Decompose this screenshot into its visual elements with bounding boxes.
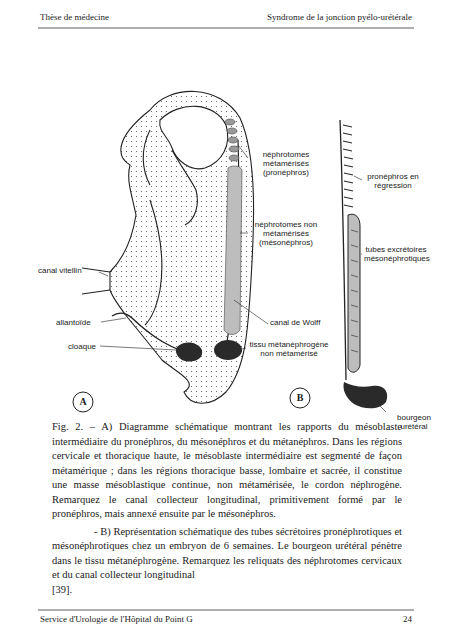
leader-lines [99, 145, 386, 412]
part-label: néphrotomes métamérisés (pronéphros) [250, 150, 322, 177]
part-label: néphrotomes non métamérisés (mésonéphros… [250, 220, 322, 247]
embryo-drawing [82, 91, 254, 403]
nephric-tubes-drawing [340, 120, 360, 380]
part-label: canal vitellin [38, 266, 98, 275]
footer-rule [38, 610, 414, 611]
panel-letter: A [75, 396, 91, 408]
part-label: tissu métanéphrogène non métamérisé [248, 340, 330, 358]
running-header: Thèse de médecine [40, 12, 109, 23]
cloaca [176, 343, 202, 362]
part-label: canal de Wolff [270, 318, 330, 327]
part-label: tubes excrétoires mésonéphrotiques [364, 245, 428, 263]
caption-block: Fig. 2. – A) Diagramme schématique montr… [52, 420, 402, 597]
caption-paragraph: - B) Représentation schématique des tube… [52, 525, 402, 583]
running-footer: Service d'Urologie de l'Hôpital du Point… [40, 614, 193, 625]
panel-circle [290, 388, 310, 408]
metanephrogenic-tissue [214, 340, 242, 360]
part-label: cloaque [68, 342, 102, 351]
page-number: 24 [403, 614, 412, 625]
header-rule [38, 28, 414, 29]
panel-letter: B [292, 392, 308, 404]
part-label: bourgeon urétéral [386, 413, 442, 431]
part-label: pronéphros en régression [364, 172, 422, 190]
ureteric-bud [343, 382, 387, 408]
part-label: allantoïde [56, 318, 102, 327]
running-header: Syndrome de la jonction pyélo-urétérale [267, 12, 412, 23]
nephrotomes [224, 119, 242, 335]
figure-caption: Fig. 2. – A) Diagramme schématique montr… [52, 420, 402, 522]
caption-paragraph: [39]. [52, 583, 402, 598]
panel-circle [73, 392, 93, 412]
